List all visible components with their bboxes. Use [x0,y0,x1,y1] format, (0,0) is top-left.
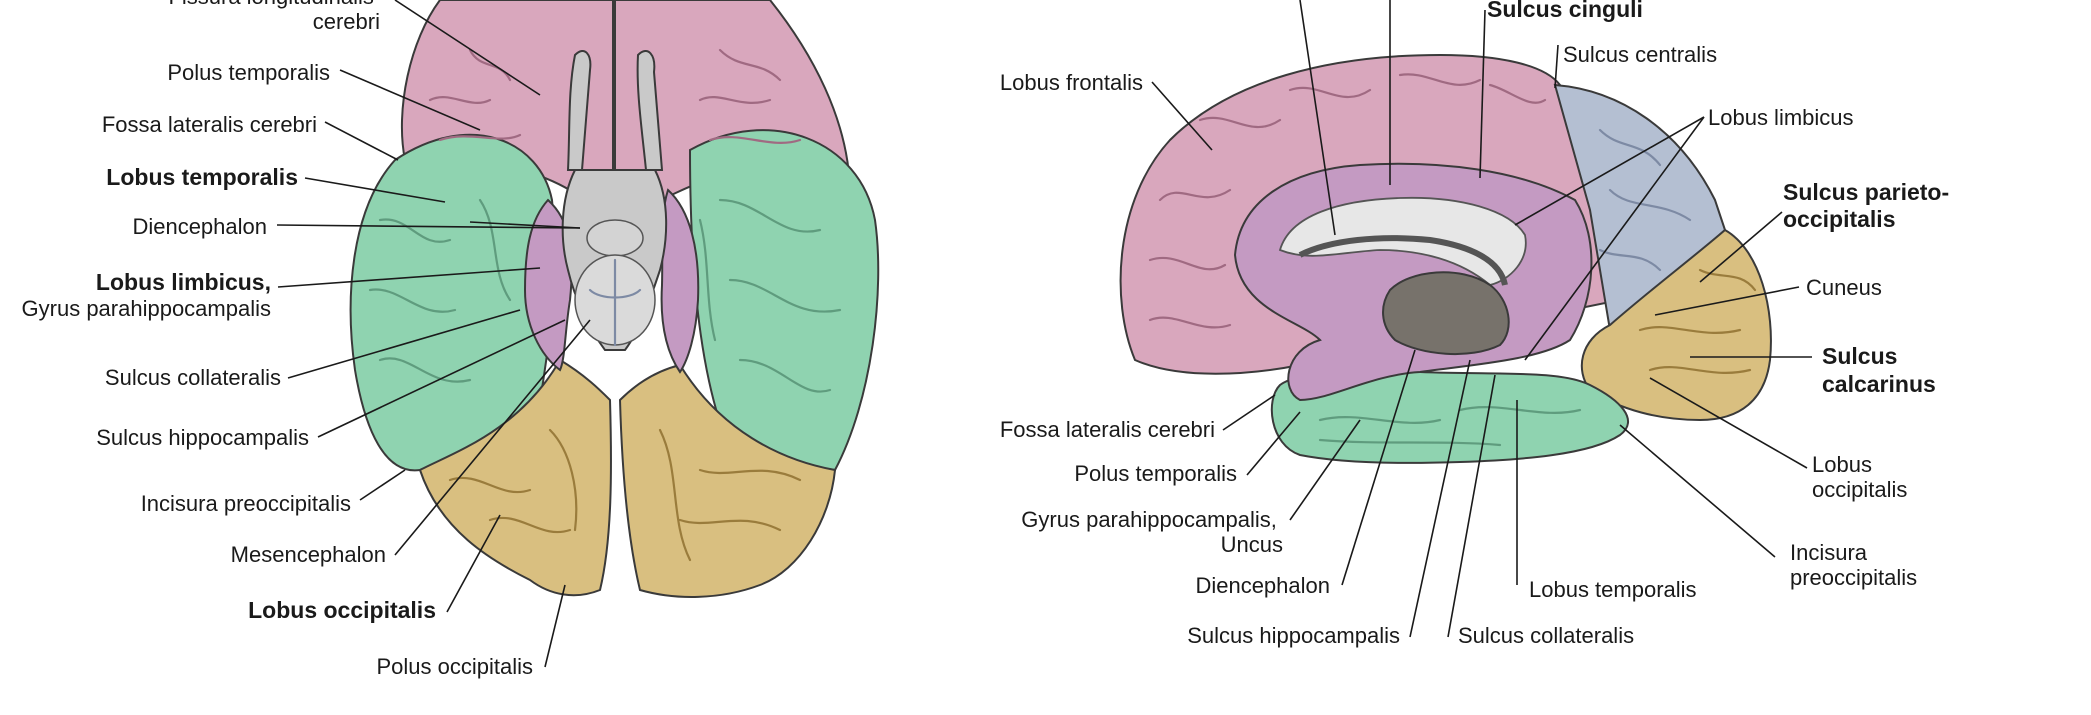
medial-view-brain [1119,53,1772,464]
olfactory-tract-right [636,50,664,171]
label-gyrus-parahippocampalis: Gyrus parahippocampalis [22,296,271,321]
label-incisura-preoccipitalis: Incisura preoccipitalis [141,491,351,516]
labels-basal-view: Fissura longitudinalis cerebri Polus tem… [22,0,533,679]
corpus-callosum [1278,196,1527,286]
label-gyrus-parahippocampalis-uncus: Gyrus parahippocampalis, Uncus [1021,507,1283,557]
label-cuneus: Cuneus [1806,275,1882,300]
label-lobus-limbicus-medial: Lobus limbicus [1708,105,1854,130]
label-lobus-temporalis: Lobus temporalis [106,164,298,190]
label-sulcus-hippocampalis-medial: Sulcus hippocampalis [1187,623,1400,648]
label-sulcus-calcarinus: Sulcus calcarinus [1822,343,1936,397]
label-polus-temporalis-medial: Polus temporalis [1074,461,1237,486]
label-polus-temporalis: Polus temporalis [167,60,330,85]
label-fossa-lateralis: Fossa lateralis cerebri [102,112,317,137]
occipital-lobe-left-region [418,358,612,597]
label-sulcus-parieto-occipitalis: Sulcus parieto- occipitalis [1783,179,1956,232]
label-sulcus-collateralis: Sulcus collateralis [105,365,281,390]
label-fissura-longitudinalis: Fissura longitudinalis cerebri [168,0,380,34]
fornix [1298,235,1508,286]
labels-medial-view: Sulcus cinguli Sulcus centralis Lobus fr… [1000,0,1956,648]
basal-view-brain [349,0,880,598]
label-fossa-lateralis-medial: Fossa lateralis cerebri [1000,417,1215,442]
label-sulcus-hippocampalis: Sulcus hippocampalis [96,425,309,450]
medial-diencephalon-region [1382,271,1510,355]
label-polus-occipitalis: Polus occipitalis [376,654,533,679]
label-sulcus-cinguli: Sulcus cinguli [1487,0,1643,22]
olfactory-tract-left [566,50,592,171]
label-lobus-limbicus: Lobus limbicus, [96,269,271,295]
label-lobus-occipitalis-medial: Lobus occipitalis [1812,452,1907,502]
label-diencephalon: Diencephalon [132,214,267,239]
label-lobus-occipitalis: Lobus occipitalis [248,597,436,623]
label-lobus-frontalis: Lobus frontalis [1000,70,1143,95]
label-sulcus-collateralis-medial: Sulcus collateralis [1458,623,1634,648]
mammillary-bodies [586,219,644,257]
label-lobus-temporalis-medial: Lobus temporalis [1529,577,1697,602]
label-incisura-preoccipitalis-medial: Incisura preoccipitalis [1790,540,1917,590]
leader-lines [276,0,1812,668]
label-sulcus-centralis: Sulcus centralis [1563,42,1717,67]
label-diencephalon-medial: Diencephalon [1195,573,1330,598]
label-mesencephalon: Mesencephalon [231,542,386,567]
